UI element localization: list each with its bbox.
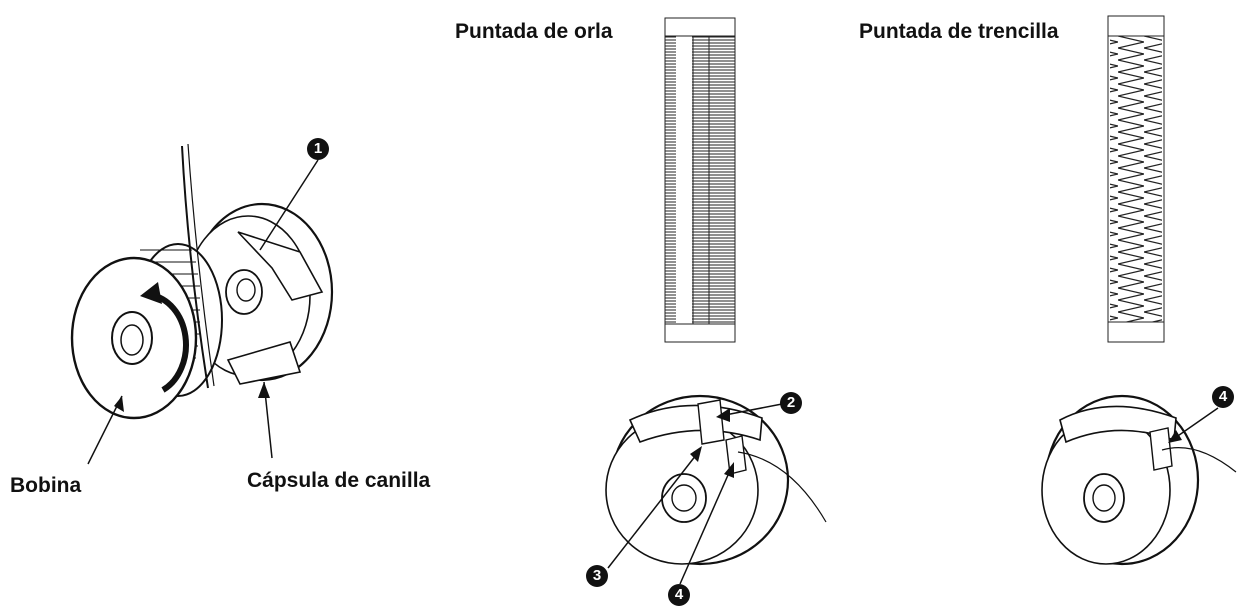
braid-stitch-sample xyxy=(1107,15,1165,343)
braid-stitch-label: Puntada de trencilla xyxy=(859,20,1059,43)
callout-2-leader xyxy=(719,403,783,417)
callout-4b-leader xyxy=(1171,407,1219,441)
callout-3-leader xyxy=(607,449,701,569)
edge-stitch-rows xyxy=(665,36,735,324)
bobbin-case-label: Cápsula de canilla xyxy=(247,469,431,492)
edge-stitch-top-bar xyxy=(664,17,736,37)
bobbin-case-braid-spring xyxy=(1059,405,1177,444)
callout-1-leader xyxy=(259,159,319,251)
bobbin-case-braid-setting xyxy=(1041,394,1237,566)
braid-stitch-top-bar xyxy=(1107,15,1165,37)
bobbin-case-edge-setting xyxy=(605,394,827,585)
rotation-direction-arrow xyxy=(149,292,189,393)
callout-4b-badge: 4 xyxy=(1212,386,1234,408)
bobbin-label: Bobina xyxy=(10,474,82,497)
bobbin-case-spring xyxy=(237,231,324,301)
bobbin-case-edge-thread xyxy=(737,451,827,523)
callout-4-leader xyxy=(679,465,733,585)
braid-stitch-zigzag-right xyxy=(1136,36,1162,322)
bobbin-case-braid-thread xyxy=(1161,447,1237,473)
braid-stitch-bottom-bar xyxy=(1107,321,1165,343)
callout-4-badge: 4 xyxy=(668,584,690,606)
callout-3-badge: 3 xyxy=(586,565,608,587)
braid-stitch-zigzag-left xyxy=(1110,36,1136,322)
bobbin-case-assembly xyxy=(70,143,334,465)
callout-1-badge: 1 xyxy=(307,138,329,160)
edge-stitch-label: Puntada de orla xyxy=(455,20,613,43)
callout-2-badge: 2 xyxy=(780,392,802,414)
edge-stitch-bottom-bar xyxy=(664,323,736,343)
bobbin-thread xyxy=(181,145,209,389)
edge-stitch-sample xyxy=(664,17,736,343)
bobbin-case-latch xyxy=(226,341,302,385)
